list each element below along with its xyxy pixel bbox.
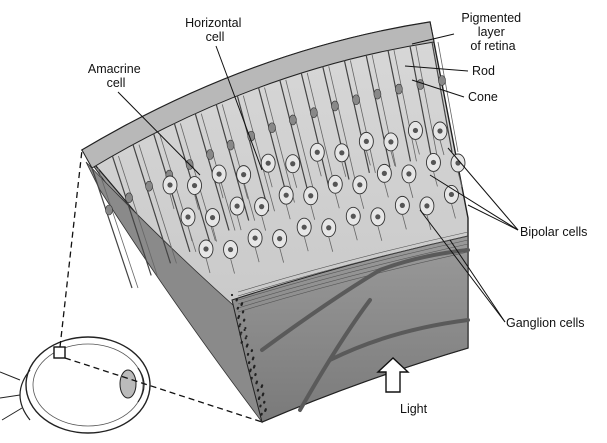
stipple-dot [245,335,247,337]
stipple-dot [249,370,251,372]
stipple-dot [245,337,247,339]
inset-box [54,347,65,358]
stipple-dot [251,350,253,352]
label-rod: Rod [472,64,495,78]
cell-nucleus [357,182,362,187]
photoreceptor-nucleus [227,140,234,150]
eyeball-inset [0,337,150,433]
stipple-dot [244,329,246,331]
stipple-dot [231,294,233,296]
photoreceptor-nucleus [353,95,360,105]
cell-nucleus [302,225,307,230]
photoreceptor-nucleus [417,79,424,89]
label-cone: Cone [468,90,498,104]
stipple-dot [240,331,242,333]
stipple-dot [253,366,255,368]
stipple-dot [260,414,262,416]
cell-nucleus [424,203,429,208]
stipple-dot [239,333,241,335]
stipple-dot [240,304,242,306]
cell-nucleus [252,235,257,240]
cell-nucleus [351,214,356,219]
cell-nucleus [375,214,380,219]
photoreceptor-nucleus [310,108,317,118]
cell-nucleus [400,203,405,208]
label-horizontal-cell: Horizontal cell [185,16,245,44]
stipple-dot [264,410,266,412]
stipple-dot [261,386,263,388]
stipple-dot [255,382,257,384]
stipple-dot [247,343,249,345]
stipple-dot [244,327,246,329]
photoreceptor-nucleus [374,89,381,99]
cell-nucleus [228,247,233,252]
stipple-dot [247,354,249,356]
photoreceptor-nucleus [331,101,338,111]
cell-nucleus [339,150,344,155]
cell-nucleus [290,161,295,166]
cell-nucleus [437,128,442,133]
stipple-dot [258,398,260,400]
cell-nucleus [241,172,246,177]
stipple-dot [237,308,239,310]
stipple-dot [243,320,245,322]
zoom-line-top [60,150,82,347]
stipple-dot [263,402,265,404]
cell-nucleus [192,183,197,188]
cell-nucleus [333,182,338,187]
photoreceptor-nucleus [289,115,296,125]
label-ganglion-cells: Ganglion cells [506,316,585,330]
cell-nucleus [388,139,393,144]
stipple-dot [259,405,261,407]
photoreceptor-nucleus [269,123,276,133]
photoreceptor-nucleus [395,84,402,94]
cell-nucleus [284,193,289,198]
cell-nucleus [185,214,190,219]
photoreceptor-nucleus [439,76,446,86]
cell-nucleus [266,161,271,166]
cell-nucleus [167,182,172,187]
stipple-dot [236,299,238,301]
cell-nucleus [326,225,331,230]
photoreceptor-nucleus [207,149,214,159]
label-amacrine-cell: Amacrine cell [88,62,144,90]
cell-nucleus [431,160,436,165]
stipple-dot [257,390,259,392]
cell-nucleus [449,192,454,197]
label-pigmented-layer: Pigmented layer of retina [461,11,524,53]
stipple-dot [254,374,256,376]
cell-nucleus [315,150,320,155]
stipple-dot [246,345,248,347]
label-light: Light [400,402,428,416]
stipple-dot [252,358,254,360]
cell-nucleus [413,128,418,133]
cell-nucleus [277,236,282,241]
cell-nucleus [203,246,208,251]
stipple-dot [262,394,264,396]
cell-nucleus [364,139,369,144]
stipple-dot [242,311,244,313]
stipple-dot [241,342,243,344]
cell-nucleus [216,171,221,176]
cell-nucleus [308,193,313,198]
stipple-dot [250,378,252,380]
cell-nucleus [382,171,387,176]
stipple-dot [248,362,250,364]
stipple-dot [238,325,240,327]
stipple-dot [239,323,241,325]
photoreceptor-nucleus [146,181,153,191]
cell-nucleus [210,215,215,220]
cell-nucleus [234,203,239,208]
photoreceptor-nucleus [125,193,132,203]
cell-nucleus [259,204,264,209]
label-bipolar-cells: Bipolar cells [520,225,587,239]
photoreceptor-nucleus [106,205,113,215]
stipple-dot [238,316,240,318]
lens-shape [120,370,136,398]
cell-nucleus [406,171,411,176]
